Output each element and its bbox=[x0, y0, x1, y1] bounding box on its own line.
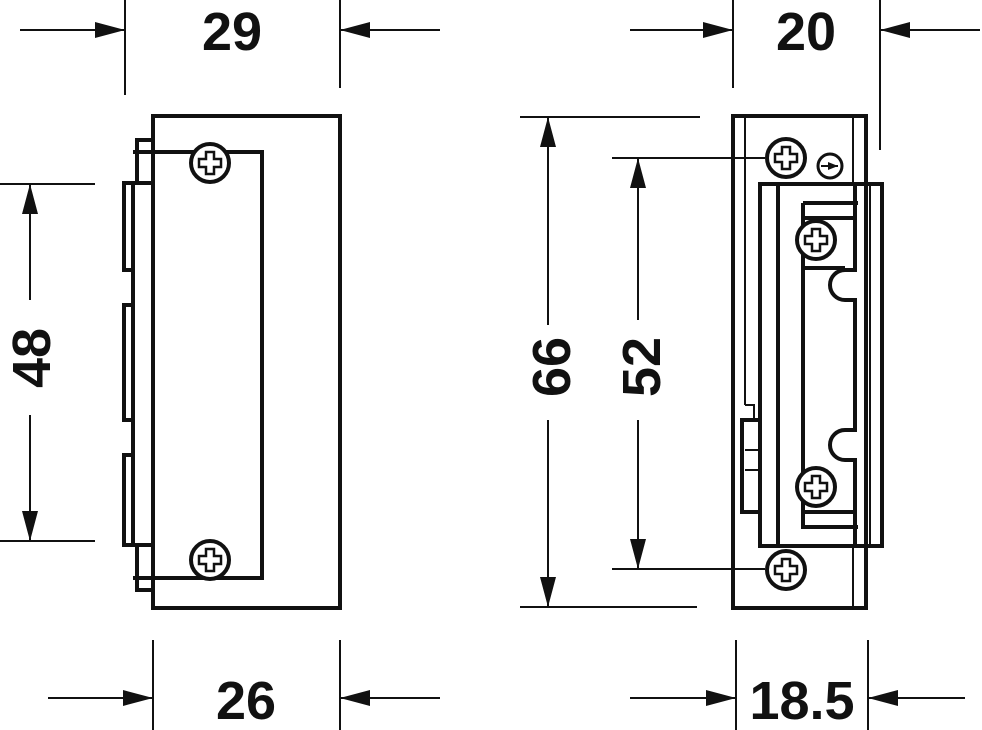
dimension-label: 48 bbox=[2, 328, 62, 388]
dimension-label: 26 bbox=[216, 671, 276, 730]
dimension-48: 48 bbox=[0, 183, 95, 542]
dimension-20: 20 bbox=[630, 0, 980, 150]
dimension-label: 20 bbox=[776, 2, 836, 62]
screw-icon bbox=[795, 466, 837, 508]
direction-arrow-icon bbox=[816, 152, 844, 180]
dimension-label: 29 bbox=[202, 2, 262, 62]
dimension-29: 29 bbox=[20, 0, 440, 95]
side-view bbox=[731, 114, 884, 610]
screw-icon bbox=[765, 137, 807, 179]
screw-icon bbox=[765, 549, 807, 591]
dimension-label: 18.5 bbox=[749, 671, 854, 730]
dimension-26: 26 bbox=[48, 640, 440, 730]
dimension-label: 66 bbox=[522, 337, 582, 397]
front-view bbox=[122, 114, 342, 610]
screw-icon bbox=[189, 142, 231, 184]
dimension-66: 66 bbox=[520, 116, 700, 608]
screw-icon bbox=[189, 539, 231, 581]
dimension-label: 52 bbox=[612, 337, 672, 397]
screw-icon bbox=[795, 219, 837, 261]
dimension-52: 52 bbox=[612, 157, 765, 570]
dimension-18-5: 18.5 bbox=[630, 640, 965, 730]
